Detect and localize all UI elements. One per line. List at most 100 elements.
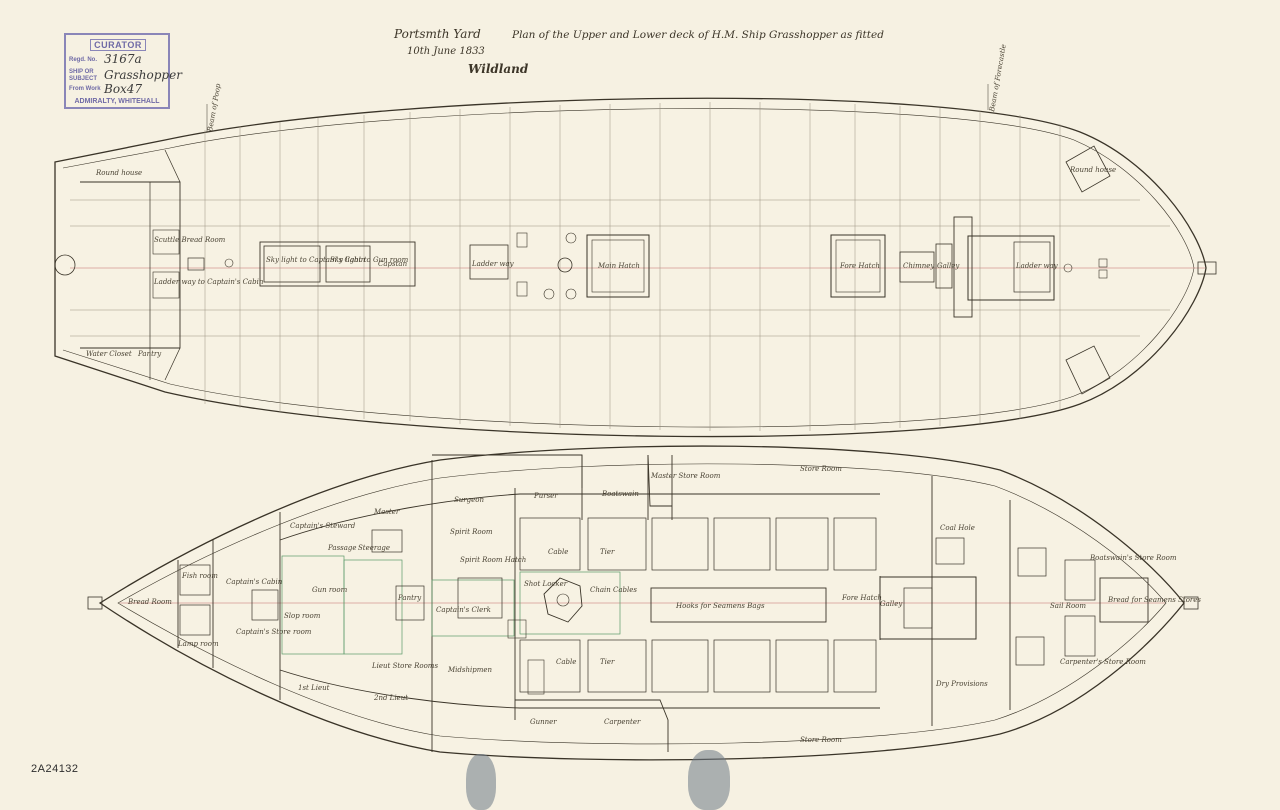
upper-fwd-ladderway-frame bbox=[967, 235, 1055, 301]
upper-label-fwd-roundhouse: Round house bbox=[1069, 166, 1116, 174]
lower-label-slop-room: Slop room bbox=[284, 612, 321, 620]
upper-deck-hull-outline bbox=[54, 97, 1207, 438]
lower-label-tier-2: Tier bbox=[600, 658, 615, 666]
skylight-group bbox=[259, 241, 416, 287]
fwd-roundhouse-port bbox=[1065, 145, 1111, 193]
lower-label-captains-steward: Captain's Steward bbox=[290, 522, 356, 530]
upper-bitts bbox=[953, 216, 973, 318]
lower-label-midshipmen: Midshipmen bbox=[447, 666, 492, 674]
upper-deck bbox=[54, 84, 1217, 438]
upper-fore-hatch bbox=[830, 234, 886, 298]
upper-rudder-head bbox=[54, 254, 76, 276]
upper-label-beam-aft: Beam of Poop bbox=[206, 82, 223, 133]
lower-label-fore-hatch: Fore Hatch bbox=[841, 594, 882, 602]
upper-label-pantry: Pantry bbox=[137, 350, 162, 358]
date-heading: 10th June 1833 bbox=[407, 46, 485, 57]
lower-label-boatswains-store: Boatswain's Store Room bbox=[1089, 554, 1177, 562]
stamp-reg-value: 3167a bbox=[104, 52, 142, 66]
lower-label-coal-hole: Coal Hole bbox=[940, 524, 975, 532]
hooks-seamens-bags bbox=[650, 587, 827, 623]
upper-deck-planking bbox=[70, 199, 1205, 337]
upper-label-fwd-ladderway: Ladder way bbox=[1015, 262, 1059, 270]
upper-label-ladder: Ladder way bbox=[471, 260, 515, 268]
upper-label-skylight-captain: Sky light to Captain's Cabin bbox=[266, 256, 366, 264]
plan-subtitle: Wildland bbox=[468, 62, 529, 76]
lower-deck-labels: Bread Room Fish room Lamp room Captain's… bbox=[127, 465, 1201, 744]
lower-label-carpenters-store: Carpenter's Store Room bbox=[1060, 658, 1146, 666]
upper-bowsprit bbox=[1197, 261, 1217, 275]
skylight-captains-cabin bbox=[263, 245, 321, 283]
lower-stem bbox=[1183, 596, 1199, 610]
lower-label-lieut-store: Lieut Store Rooms bbox=[371, 662, 438, 670]
stamp-footer: ADMIRALTY, WHITEHALL bbox=[74, 98, 160, 105]
curator-stamp: CURATOR Regd. No. 3167a SHIP OR SUBJECT … bbox=[64, 33, 182, 109]
lower-deck bbox=[87, 445, 1199, 761]
plan-title: Plan of the Upper and Lower deck of H.M.… bbox=[511, 29, 884, 41]
lower-galley bbox=[879, 576, 977, 640]
lower-label-tier-1: Tier bbox=[600, 548, 615, 556]
upper-label-water-closet: Water Closet bbox=[86, 350, 132, 358]
lower-label-cable-1: Cable bbox=[548, 548, 568, 556]
coal-hole bbox=[935, 537, 965, 565]
upper-ladderway bbox=[469, 244, 509, 280]
upper-galley bbox=[935, 243, 953, 289]
upper-label-capstan: Capstan bbox=[378, 260, 408, 268]
lower-label-fish-room: Fish room bbox=[181, 572, 218, 580]
stamp-from-label: From Work bbox=[69, 86, 101, 92]
stamp-reg-label: Regd. No. bbox=[69, 57, 97, 63]
scuttle-bread-room bbox=[152, 229, 180, 255]
lower-label-lamp-room: Lamp room bbox=[177, 640, 219, 648]
lower-bread-room bbox=[179, 564, 211, 596]
upper-label-main-hatch: Main Hatch bbox=[597, 262, 640, 270]
stamp-ship-value: Grasshopper bbox=[104, 68, 182, 82]
lower-label-shot-locker: Shot Locker bbox=[524, 580, 568, 588]
upper-label-round-house: Round house bbox=[95, 169, 142, 177]
galley-chimney bbox=[899, 251, 935, 283]
lower-label-captains-cabin: Captain's Cabin bbox=[226, 578, 283, 586]
upper-label-galley: Galley bbox=[937, 262, 960, 270]
upper-label-beam-fwd: Beam of Forecastle bbox=[988, 44, 1008, 114]
stamp-header: CURATOR bbox=[90, 39, 146, 51]
lower-label-store-room-bottom: Store Room bbox=[800, 736, 842, 744]
catalogue-number: 2A24132 bbox=[31, 763, 79, 775]
lower-label-master: Master bbox=[373, 508, 400, 516]
fwd-roundhouse-stbd bbox=[1065, 345, 1111, 395]
lower-green-partitions bbox=[281, 555, 621, 655]
lower-capstan bbox=[543, 577, 583, 623]
lower-label-spirit-room: Spirit Room bbox=[450, 528, 493, 536]
yard-heading: Portsmth Yard bbox=[393, 27, 481, 41]
upper-label-fore-hatch: Fore Hatch bbox=[839, 262, 880, 270]
upper-main-hatch bbox=[586, 234, 650, 298]
lower-label-steerage: Steerage bbox=[358, 544, 390, 552]
upper-aft-cabin bbox=[80, 181, 181, 349]
upper-label-ladderway-aft: Ladder way to Captain's Cabin bbox=[153, 278, 264, 286]
upper-label-skylight-gunroom: Sky light to Gun room bbox=[330, 256, 409, 264]
ladderway-aft bbox=[152, 271, 180, 299]
upper-label-scuttle-bread: Scuttle Bread Room bbox=[154, 236, 226, 244]
lower-label-purser: Purser bbox=[533, 492, 558, 500]
lower-label-bread-seamens: Bread for Seamens Stores bbox=[1107, 596, 1201, 604]
lower-label-carpenter: Carpenter bbox=[604, 718, 641, 726]
lower-label-sail-room: Sail Room bbox=[1050, 602, 1086, 610]
lower-label-hooks: Hooks for Seamens Bags bbox=[675, 602, 765, 610]
lower-label-bread-room: Bread Room bbox=[127, 598, 172, 606]
water-stain-right bbox=[688, 750, 730, 810]
stamp-from-value: Box47 bbox=[104, 82, 143, 96]
lower-label-store-room-top: Store Room bbox=[800, 465, 842, 473]
lower-label-second-lieut: 2nd Lieut bbox=[373, 694, 408, 702]
bread-seamens-stores bbox=[1099, 577, 1149, 623]
upper-label-chimney: Chimney bbox=[903, 262, 935, 270]
lower-label-gun-room: Gun room bbox=[312, 586, 348, 594]
upper-deck-beams bbox=[204, 102, 1061, 431]
lower-sternpost bbox=[87, 596, 103, 610]
lower-label-galley: Galley bbox=[880, 600, 903, 608]
lower-label-chain-cables: Chain Cables bbox=[590, 586, 637, 594]
lower-label-first-lieut: 1st Lieut bbox=[298, 684, 330, 692]
upper-main-capstan bbox=[557, 257, 573, 273]
lower-label-surgeon: Surgeon bbox=[454, 496, 484, 504]
lower-label-cable-2: Cable bbox=[556, 658, 576, 666]
water-stain-left bbox=[466, 754, 496, 810]
lower-label-master-store: Master Store Room bbox=[650, 472, 721, 480]
